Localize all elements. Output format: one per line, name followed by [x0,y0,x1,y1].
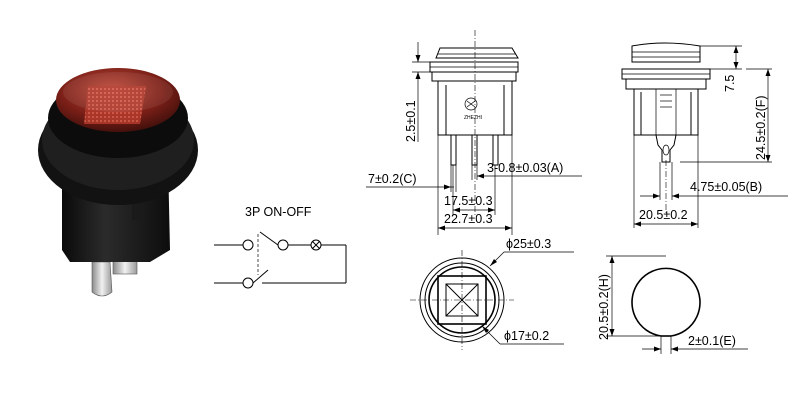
overall-width-dim-label: 22.7±0.3 [444,212,493,226]
product-photo [38,68,198,297]
inner-diameter-dim-label: ϕ17±0.2 [504,329,549,343]
cap-height-dim-label: 7.5 [723,75,737,92]
body-height-dim-label: 24.5±0.2(F) [754,95,768,160]
front-view: 7.5 24.5±0.2(F) 4.75±0.05(B) 20.5±0.2 [621,42,788,228]
pin-spacing-dim-label: 17.5±0.3 [444,194,493,208]
outer-diameter-dim-label: ϕ25±0.3 [506,237,551,251]
rocker-cap-front [631,42,701,63]
pin-terminal [450,134,457,166]
contact-icon [242,239,254,251]
lens-grid-image [84,86,146,124]
brand-logo: ZHEZHI [464,97,482,121]
schematic-label: 3P ON-OFF [245,205,312,219]
height-dim-label: 2.5±0.1 [404,100,418,142]
body-width-dim-label: 20.5±0.2 [639,208,688,222]
terminal-width-dim-label: 4.75±0.05(B) [690,180,762,194]
terminal-left-image [91,261,113,297]
rocker-cap [435,47,519,59]
circuit-schematic: 3P ON-OFF [214,205,347,289]
contact-icon [277,239,289,251]
pin-terminal [471,134,478,166]
cutout-outline [631,267,701,337]
flat-width-dim-label: 2±0.1(E) [688,334,736,348]
terminal-front [655,134,677,163]
contact-icon [242,277,254,289]
pin-terminal [492,134,499,166]
pin-thickness-dim-label: 3-0.8±0.03(A) [487,161,563,175]
side-view: ZHEZHI 2.5±0.1 7±0.2(C) 3-0.8±0.03(A) [366,30,582,235]
pin-width-dim-label: 7±0.2(C) [368,172,417,186]
lamp-icon [310,239,322,251]
panel-cutout: 2±0.1(E) 20.5±0.2(H) [597,255,748,354]
svg-text:ZHEZHI: ZHEZHI [464,115,482,121]
top-view: ϕ25±0.3 ϕ17±0.2 [410,237,574,350]
cutout-height-dim-label: 20.5±0.2(H) [597,274,611,340]
switch-body-front [633,88,699,136]
